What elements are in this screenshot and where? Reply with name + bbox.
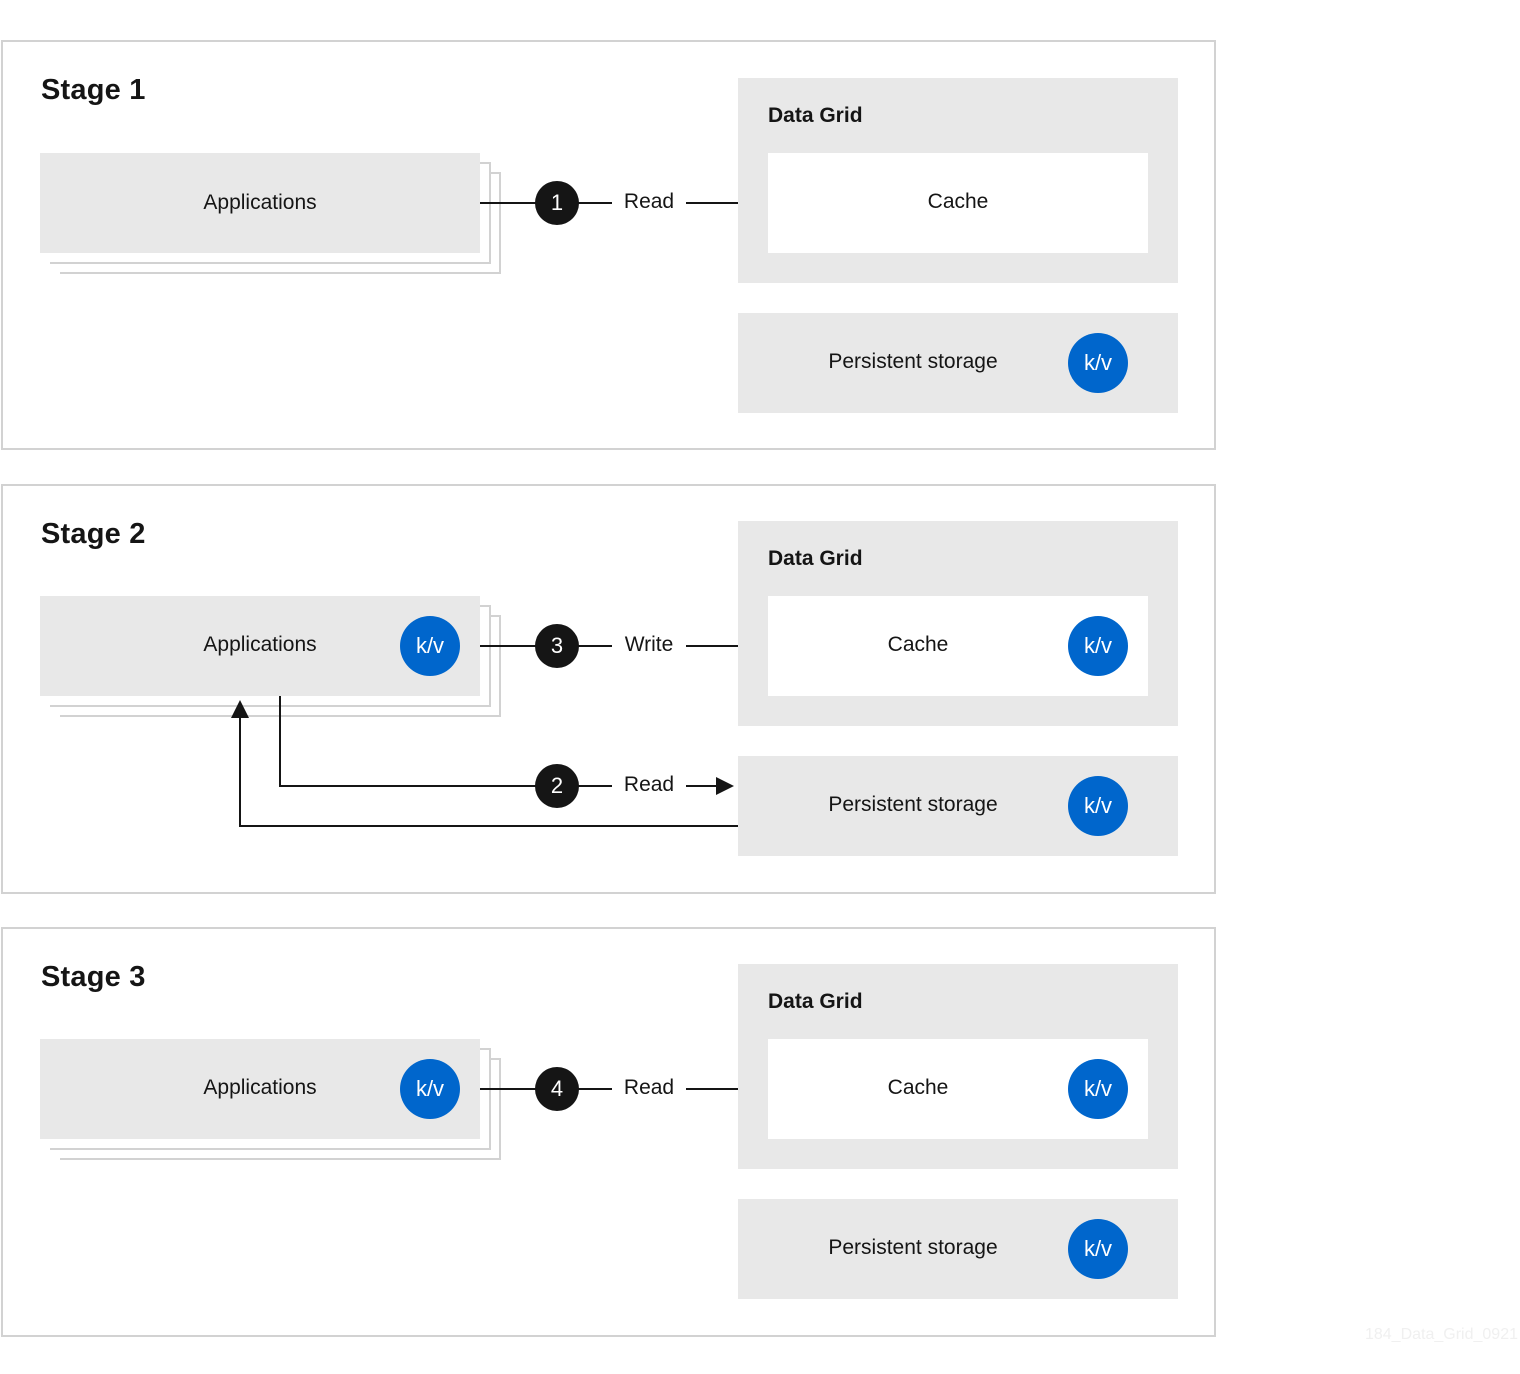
stage-2-cache-label: Cache [887, 633, 949, 656]
stage-1-persistent-storage-label: Persistent storage [828, 350, 998, 373]
stage-1-data-grid-box: Data Grid Cache [738, 78, 1178, 283]
stage-3-cache-box: Cache k/v [768, 1039, 1148, 1139]
stage-1-data-grid-title: Data Grid [768, 104, 863, 127]
stage-3-step-badge: 4 [535, 1067, 579, 1111]
stage-3-persistent-storage-label: Persistent storage [828, 1236, 998, 1259]
stage-2-cache-box: Cache k/v [768, 596, 1148, 696]
stage-1-applications-box: Applications [40, 153, 480, 253]
stage-1-read-label: Read [621, 190, 677, 214]
stage-2-read-label: Read [621, 773, 677, 797]
stage-2-cache-kv-badge: k/v [1068, 616, 1128, 676]
stage-2-persistent-storage-box: Persistent storage k/v [738, 756, 1178, 856]
stage-2-applications-label: Applications [203, 633, 317, 656]
stage-1-applications-label: Applications [203, 191, 317, 214]
stage-2-applications-box: Applications k/v [40, 596, 480, 696]
stage-3-storage-kv-badge: k/v [1068, 1219, 1128, 1279]
stage-3-applications-label: Applications [203, 1076, 317, 1099]
stage-2-write-step-badge: 3 [535, 624, 579, 668]
stage-2-applications-kv-badge: k/v [400, 616, 460, 676]
stage-3-read-label: Read [621, 1076, 677, 1100]
stage-3-title: Stage 3 [41, 961, 146, 993]
stage-1-persistent-storage-box: Persistent storage k/v [738, 313, 1178, 413]
stage-2-read-step-badge: 2 [535, 764, 579, 808]
stage-2-write-label: Write [622, 633, 676, 657]
stage-1-cache-label: Cache [927, 190, 989, 213]
stage-1-step-badge: 1 [535, 181, 579, 225]
stage-3-applications-box: Applications k/v [40, 1039, 480, 1139]
stage-1-storage-kv-badge: k/v [1068, 333, 1128, 393]
stage-3-cache-kv-badge: k/v [1068, 1059, 1128, 1119]
stage-3-data-grid-title: Data Grid [768, 990, 863, 1013]
stage-2-title: Stage 2 [41, 518, 146, 550]
stage-2-storage-kv-badge: k/v [1068, 776, 1128, 836]
stage-2-data-grid-title: Data Grid [768, 547, 863, 570]
stage-2-persistent-storage-label: Persistent storage [828, 793, 998, 816]
stage-3-data-grid-box: Data Grid Cache k/v [738, 964, 1178, 1169]
stage-3-cache-label: Cache [887, 1076, 949, 1099]
stage-1-cache-box: Cache [768, 153, 1148, 253]
stage-3-applications-kv-badge: k/v [400, 1059, 460, 1119]
stage-3-persistent-storage-box: Persistent storage k/v [738, 1199, 1178, 1299]
stage-2-data-grid-box: Data Grid Cache k/v [738, 521, 1178, 726]
stage-1-title: Stage 1 [41, 74, 146, 106]
image-id-watermark: 184_Data_Grid_0921 [1364, 1326, 1518, 1343]
